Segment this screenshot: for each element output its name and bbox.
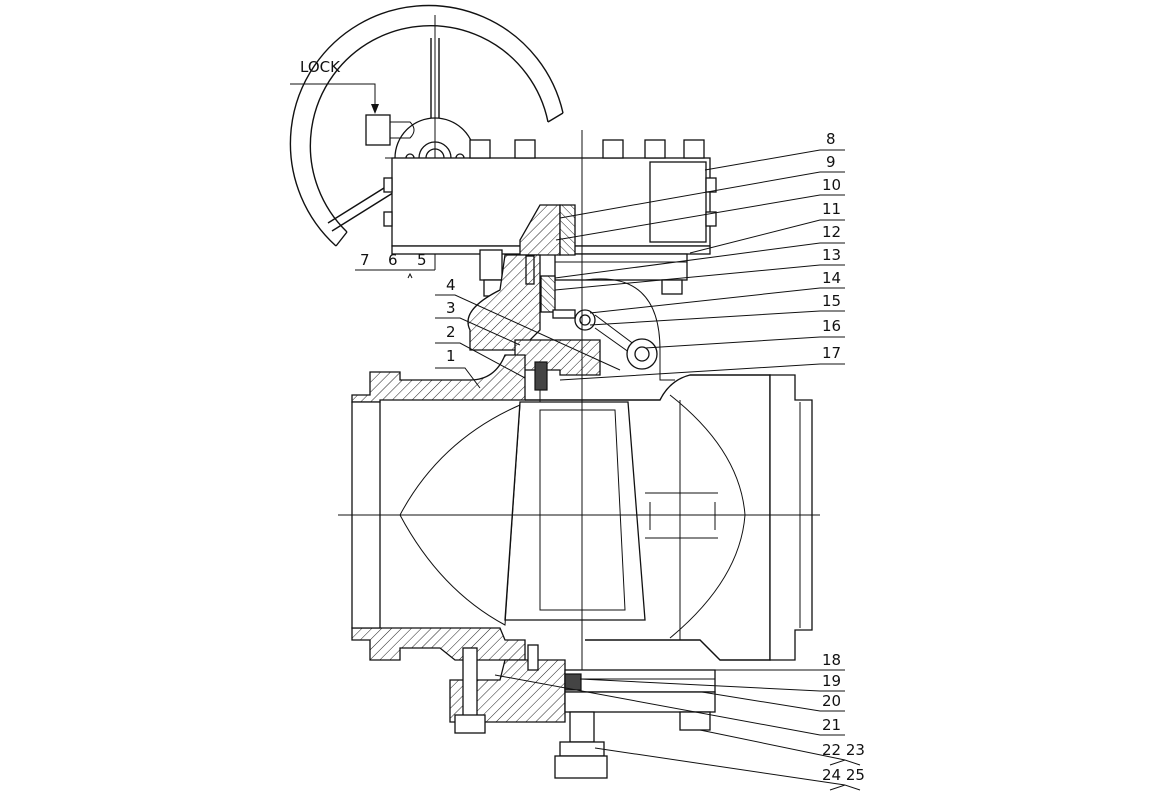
callout-12: 12 xyxy=(822,223,841,241)
valve-body xyxy=(338,130,820,770)
callout-10: 10 xyxy=(822,176,841,194)
callout-15: 15 xyxy=(822,292,841,310)
gearbox xyxy=(383,139,717,297)
bonnet xyxy=(467,254,675,405)
leader-lines xyxy=(355,149,861,791)
callout-1: 1 xyxy=(446,347,456,365)
callout-4: 4 xyxy=(446,276,456,294)
callout-14: 14 xyxy=(822,269,841,287)
callout-18: 18 xyxy=(822,651,841,669)
callout-11: 11 xyxy=(822,200,841,218)
callout-6: 6 xyxy=(388,251,398,269)
callout-16: 16 xyxy=(822,317,841,335)
callout-5: 5 xyxy=(417,251,427,269)
callout-17: 17 xyxy=(822,344,841,362)
callout-9: 9 xyxy=(826,153,836,171)
callout-20: 20 xyxy=(822,692,841,710)
bottom-cover xyxy=(449,644,716,779)
lock-device xyxy=(290,83,415,146)
callout-22-23: 22 23 xyxy=(822,741,865,759)
callout-21: 21 xyxy=(822,716,841,734)
callout-8: 8 xyxy=(826,130,836,148)
callout-7: 7 xyxy=(360,251,370,269)
callout-19: 19 xyxy=(822,672,841,690)
callout-13: 13 xyxy=(822,246,841,264)
lock-label: LOCK xyxy=(300,58,341,76)
callout-3: 3 xyxy=(446,299,456,317)
callout-2: 2 xyxy=(446,323,456,341)
callout-24-25: 24 25 xyxy=(822,766,865,784)
